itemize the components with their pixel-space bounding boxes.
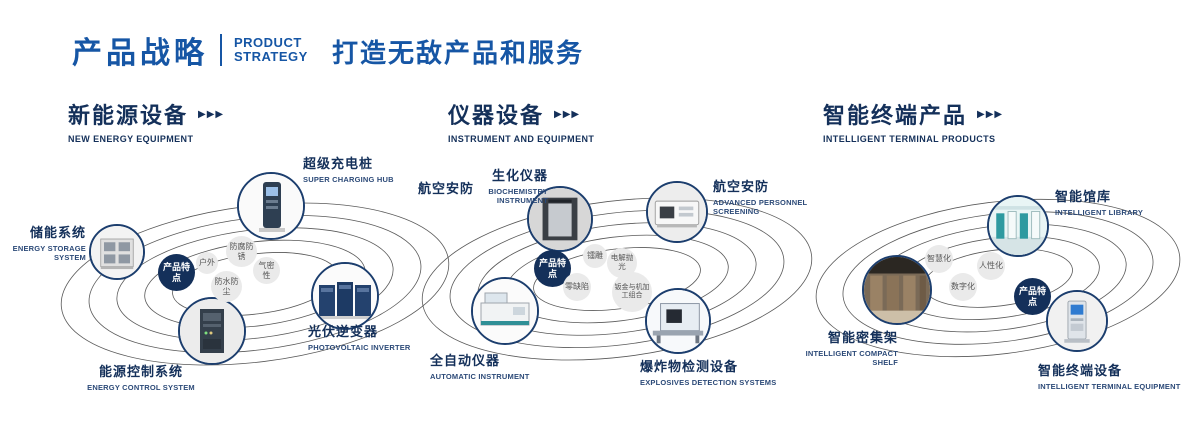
feature-bubble: 零缺陷	[563, 273, 591, 301]
slogan: 打造无敌产品和服务	[332, 38, 585, 68]
feature-bubble: 气密性	[253, 257, 280, 284]
section-heading-new-energy: 新能源设备 ▶▶▶ NEW ENERGY EQUIPMENT	[68, 98, 224, 144]
header: 产品战略 PRODUCT STRATEGY	[72, 28, 308, 72]
label-terminal-equipment: 智能终端设备 INTELLIGENT TERMINAL EQUIPMENT	[1038, 363, 1181, 391]
feature-bubble: 钣金与机加工组合	[612, 272, 652, 312]
page-title-en-line1: PRODUCT	[234, 35, 302, 50]
label-aviation-security-left: 航空安防	[418, 181, 475, 196]
label-super-charging-hub: 超级充电桩 SUPER CHARGING HUB	[303, 156, 394, 184]
feature-bubble: 户外	[196, 252, 218, 274]
feature-badge: 产品特点	[1014, 278, 1051, 315]
label-energy-control: 能源控制系统 ENERGY CONTROL SYSTEM	[87, 364, 195, 392]
feature-badge: 产品特点	[158, 254, 195, 291]
section-subtitle: INTELLIGENT TERMINAL PRODUCTS	[823, 134, 996, 144]
feature-bubble: 镭雕	[583, 244, 607, 268]
section-title: 智能终端产品	[823, 103, 968, 128]
feature-bubble: 人性化	[977, 252, 1005, 280]
automatic-instrument-photo	[471, 277, 539, 345]
section-title: 新能源设备	[68, 103, 189, 128]
page-title-en: PRODUCT STRATEGY	[234, 36, 308, 64]
title-divider	[220, 34, 222, 66]
section-title: 仪器设备	[448, 103, 545, 128]
feature-bubble: 防水防尘	[211, 271, 242, 302]
feature-bubble: 数字化	[949, 273, 977, 301]
pv-inverter-photo	[311, 262, 379, 330]
section-heading-instruments: 仪器设备 ▶▶▶ INSTRUMENT AND EQUIPMENT	[448, 98, 594, 144]
label-energy-storage: 储能系统 ENERGY STORAGE SYSTEM	[12, 225, 86, 262]
label-explosives-detection: 爆炸物检测设备 EXPLOSIVES DETECTION SYSTEMS	[640, 359, 777, 387]
section-subtitle: INSTRUMENT AND EQUIPMENT	[448, 134, 595, 144]
page-title-en-line2: STRATEGY	[234, 49, 308, 64]
label-aviation-security-right: 航空安防 ADVANCED PERSONNEL SCREENING	[713, 179, 808, 216]
biochemistry-instrument-photo	[527, 186, 593, 252]
section-subtitle: NEW ENERGY EQUIPMENT	[68, 134, 194, 144]
intelligent-library-photo	[987, 195, 1049, 257]
personnel-screening-photo	[646, 181, 708, 243]
label-automatic-instrument: 全自动仪器 AUTOMATIC INSTRUMENT	[430, 353, 530, 381]
feature-bubble: 智慧化	[925, 245, 953, 273]
section-heading-intelligent: 智能终端产品 ▶▶▶ INTELLIGENT TERMINAL PRODUCTS	[823, 98, 1003, 144]
super-charging-hub-photo	[237, 172, 305, 240]
feature-bubble: 防腐防锈	[226, 236, 257, 267]
label-biochemistry: 生化仪器 BIOCHEMISTRY INSTRUMENT	[488, 168, 548, 205]
energy-storage-photo	[89, 224, 145, 280]
triple-arrow-icon: ▶▶▶	[198, 108, 225, 120]
explosives-detection-photo	[645, 288, 711, 354]
label-pv-inverter: 光伏逆变器 PHOTOVOLTAIC INVERTER	[308, 324, 411, 352]
terminal-kiosk-photo	[1046, 290, 1108, 352]
compact-shelf-photo	[862, 255, 932, 325]
energy-control-photo	[178, 297, 246, 365]
page-title: 产品战略	[72, 37, 208, 70]
label-intelligent-library: 智能馆库 INTELLIGENT LIBRARY	[1055, 189, 1144, 217]
triple-arrow-icon: ▶▶▶	[977, 108, 1004, 120]
label-compact-shelf: 智能密集架 INTELLIGENT COMPACT SHELF	[805, 330, 898, 367]
triple-arrow-icon: ▶▶▶	[554, 108, 581, 120]
